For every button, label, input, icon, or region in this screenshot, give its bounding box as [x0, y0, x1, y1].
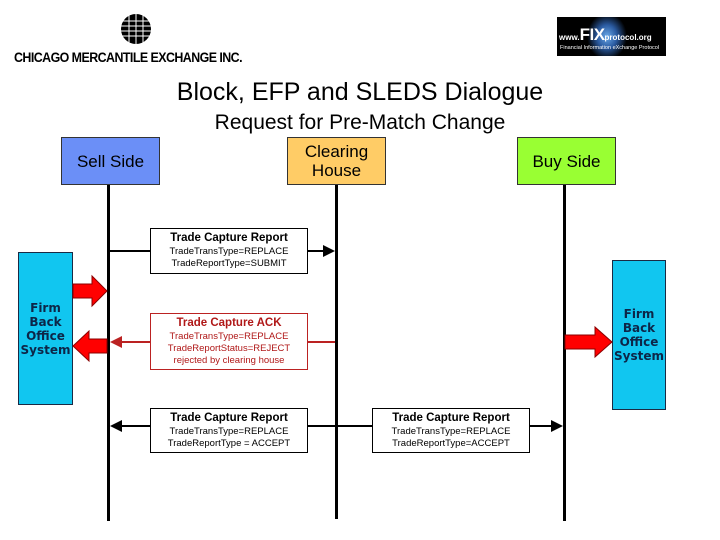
page-subtitle: Request for Pre-Match Change	[214, 111, 506, 134]
message-line: TradeTransType=REPLACE	[391, 426, 511, 437]
fix-tagline: Financial Information eXchange Protocol	[560, 45, 660, 51]
message-line: rejected by clearing house	[173, 355, 285, 366]
fix-protocol-logo: www.FIXprotocol.org Financial Informatio…	[557, 17, 666, 56]
firm-back-office-left: Firm Back Office System	[18, 252, 73, 405]
fix-prefix: www.	[559, 33, 580, 42]
firm-back-office-right: Firm Back Office System	[612, 260, 666, 410]
firm-left-label: Firm Back Office System	[20, 300, 71, 357]
sell-to-firm-arrow	[72, 329, 108, 363]
cme-logo-text: CHICAGO MERCANTILE EXCHANGE INC.	[14, 50, 243, 65]
fix-url-text: www.FIXprotocol.org	[559, 25, 652, 45]
message-title: Trade Capture ACK	[176, 317, 282, 329]
buy-side-lifeline	[563, 185, 566, 521]
firm-to-sell-arrow	[72, 274, 108, 308]
cme-globe-logo-icon	[120, 12, 152, 46]
message-line: TradeReportStatus=REJECT	[167, 343, 291, 354]
sell-side-box: Sell Side	[61, 137, 160, 185]
message-trade-capture-ack-reject: Trade Capture ACK TradeTransType=REPLACE…	[150, 313, 308, 370]
message-line: TradeTransType=REPLACE	[169, 426, 289, 437]
message-title: Trade Capture Report	[170, 412, 288, 424]
sell-side-label: Sell Side	[76, 151, 145, 171]
message-line: TradeReportType=ACCEPT	[392, 438, 510, 449]
buy-side-box: Buy Side	[517, 137, 616, 185]
buy-side-label: Buy Side	[532, 151, 601, 171]
message-line: TradeTransType=REPLACE	[169, 246, 289, 257]
clearing-house-lifeline	[335, 185, 338, 519]
clearing-house-box: Clearing House	[287, 137, 386, 185]
fix-big: FIX	[579, 25, 605, 44]
fix-glow-decoration	[587, 17, 627, 56]
message-trade-capture-submit: Trade Capture Report TradeTransType=REPL…	[150, 228, 308, 274]
message-line: TradeReportType=SUBMIT	[171, 258, 287, 269]
message-trade-capture-accept-sell: Trade Capture Report TradeTransType=REPL…	[150, 408, 308, 453]
page-title: Block, EFP and SLEDS Dialogue	[176, 78, 544, 106]
message-title: Trade Capture Report	[392, 412, 510, 424]
firm-right-label: Firm Back Office System	[614, 307, 664, 363]
message-line: TradeTransType=REPLACE	[169, 331, 289, 342]
message-title: Trade Capture Report	[170, 232, 288, 244]
buy-to-firm-arrow	[564, 325, 613, 359]
message-line: TradeReportType = ACCEPT	[167, 438, 291, 449]
fix-suffix: protocol.org	[604, 33, 652, 42]
sell-side-lifeline	[107, 185, 110, 521]
clearing-house-label: Clearing House	[304, 142, 369, 180]
message-trade-capture-accept-buy: Trade Capture Report TradeTransType=REPL…	[372, 408, 530, 453]
